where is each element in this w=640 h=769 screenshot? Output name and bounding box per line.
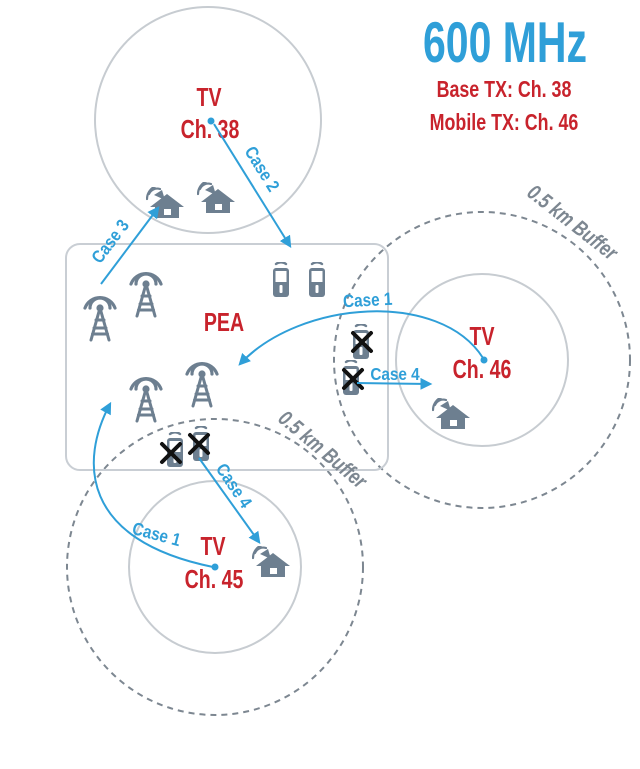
- base-tx-label: Base TX: Ch. 38: [437, 77, 572, 103]
- case2-label: Case 2: [240, 143, 283, 196]
- case3-arrow: [100, 206, 160, 285]
- band-title: 600 MHz: [423, 10, 587, 74]
- case4-right-arrow: [356, 377, 433, 390]
- mobile-phone-icon: [308, 262, 326, 298]
- tv-ch38-point: [207, 117, 215, 125]
- case1-right-arrow: [238, 310, 484, 366]
- buffer-ring-bottom: [66, 418, 364, 716]
- buffer-label-bottom: 0.5 km Buffer: [273, 406, 372, 495]
- house-with-antenna-icon: [252, 546, 292, 578]
- case1-right-label: Case 1: [343, 289, 393, 312]
- tv-station-ch46: TV Ch. 46: [453, 321, 512, 383]
- tower-icon: [83, 295, 117, 342]
- case1-left-arrow: [92, 401, 214, 568]
- tv-ch45-point: [211, 563, 219, 571]
- case4-right-label: Case 4: [370, 364, 420, 384]
- house-with-antenna-icon: [197, 182, 237, 214]
- tower-icon: [185, 361, 219, 408]
- case1-left-label: Case 1: [130, 518, 183, 550]
- tv-station-ch45: TV Ch. 45: [185, 531, 244, 593]
- pea-label: PEA: [204, 307, 244, 336]
- tower-icon: [129, 376, 163, 423]
- tv-ch38-contour: [94, 6, 322, 234]
- pea-box: [65, 243, 389, 471]
- buffer-ring-right: [333, 211, 631, 509]
- house-with-antenna-icon: [146, 187, 186, 219]
- case2-arrow: [213, 123, 292, 249]
- tv-ch45-line1: TV: [201, 531, 227, 560]
- case3-label: Case 3: [87, 216, 133, 268]
- tower-icon: [129, 271, 163, 318]
- case4-left-arrow: [198, 457, 261, 544]
- tv-ch46-contour: [395, 273, 569, 447]
- tv-station-ch38: TV Ch. 38: [181, 82, 240, 143]
- tv-ch38-line1: TV: [197, 82, 223, 111]
- mobile-phone-icon: [272, 262, 290, 298]
- house-with-antenna-icon: [432, 398, 472, 430]
- buffer-label-right: 0.5 km Buffer: [522, 180, 623, 266]
- mobile-tx-label: Mobile TX: Ch. 46: [430, 110, 579, 136]
